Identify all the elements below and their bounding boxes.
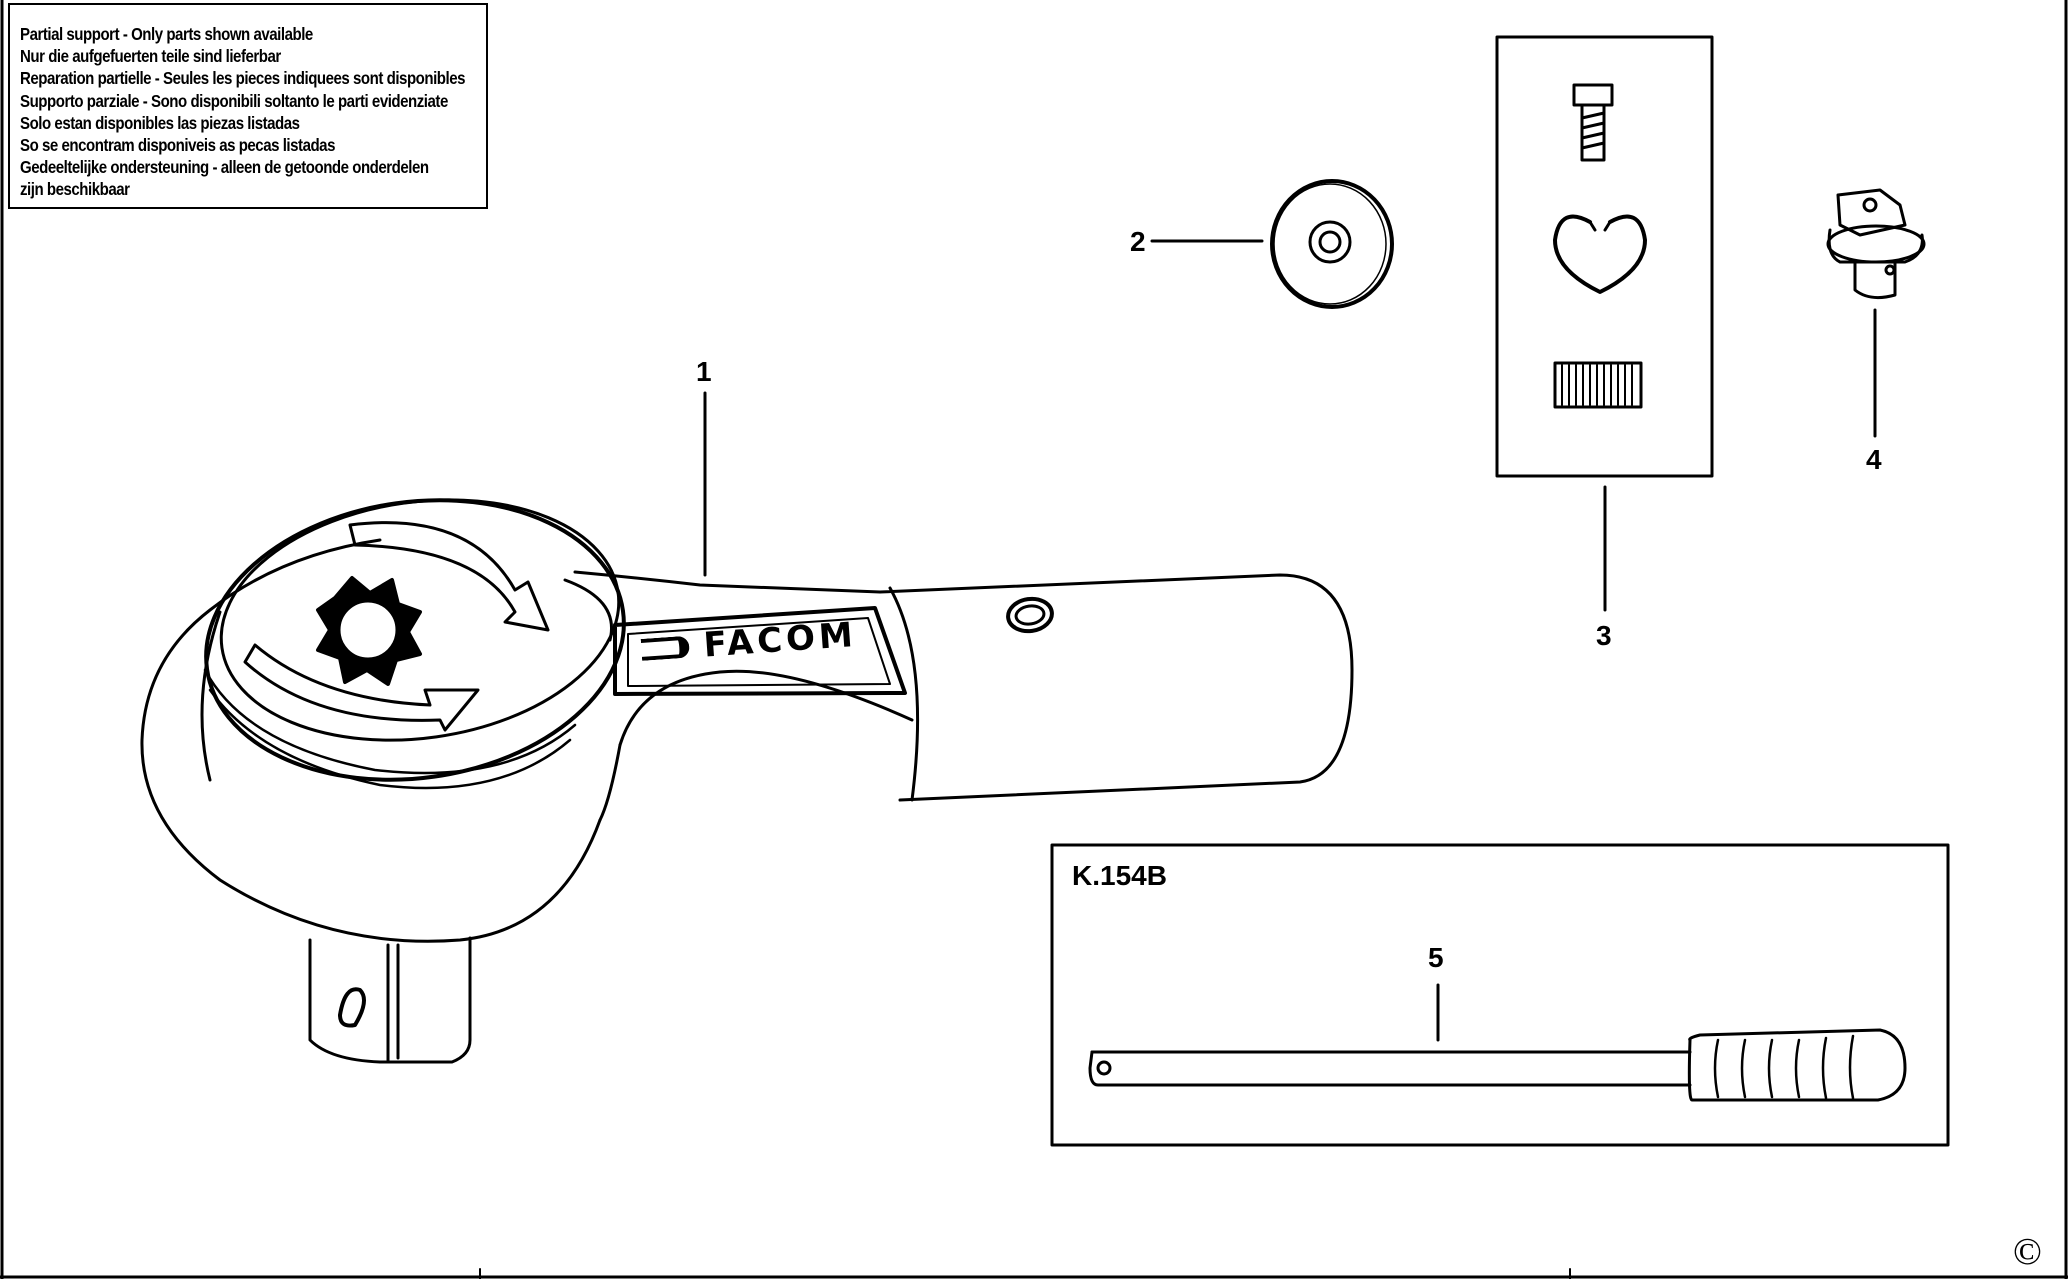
screw-drawing xyxy=(1572,83,1614,162)
part-3-box xyxy=(1495,35,1714,478)
spring-clip-drawing xyxy=(1553,214,1647,294)
knurl-ring xyxy=(203,668,577,790)
extension-bar-drawing xyxy=(1088,1028,1907,1102)
kit-label: K.154B xyxy=(1072,860,1167,891)
notice-line: Gedeeltelijke ondersteuning - alleen de … xyxy=(20,157,429,178)
copyright-mark: © xyxy=(2013,1231,2042,1273)
callout-3: 3 xyxy=(1596,620,1612,651)
callout-1: 1 xyxy=(696,356,712,387)
ratchet-head-drawing xyxy=(140,498,1354,1064)
callout-5: 5 xyxy=(1428,942,1444,973)
callout-2: 2 xyxy=(1130,226,1146,257)
washer-drawing xyxy=(1270,179,1394,309)
notice-line: Supporto parziale - Sono disponibili sol… xyxy=(20,90,448,111)
notice-line: Reparation partielle - Seules les pieces… xyxy=(20,68,466,89)
kit-box xyxy=(1050,843,1950,1147)
notice-line: Solo estan disponibles las piezas listad… xyxy=(20,112,300,133)
notice-line: Partial support - Only parts shown avail… xyxy=(20,24,313,44)
knurled-pin-drawing xyxy=(1553,361,1643,409)
notice-line: zijn beschikbaar xyxy=(20,179,130,200)
callout-4: 4 xyxy=(1866,444,1882,475)
availability-notice: Partial support - Only parts shown avail… xyxy=(8,3,488,209)
notice-line: Nur die aufgefuerten teile sind lieferba… xyxy=(20,46,281,67)
notice-line: So se encontram disponiveis as pecas lis… xyxy=(20,135,335,156)
logo-mark-icon xyxy=(640,635,691,661)
drive-square-drawing xyxy=(1826,188,1926,300)
